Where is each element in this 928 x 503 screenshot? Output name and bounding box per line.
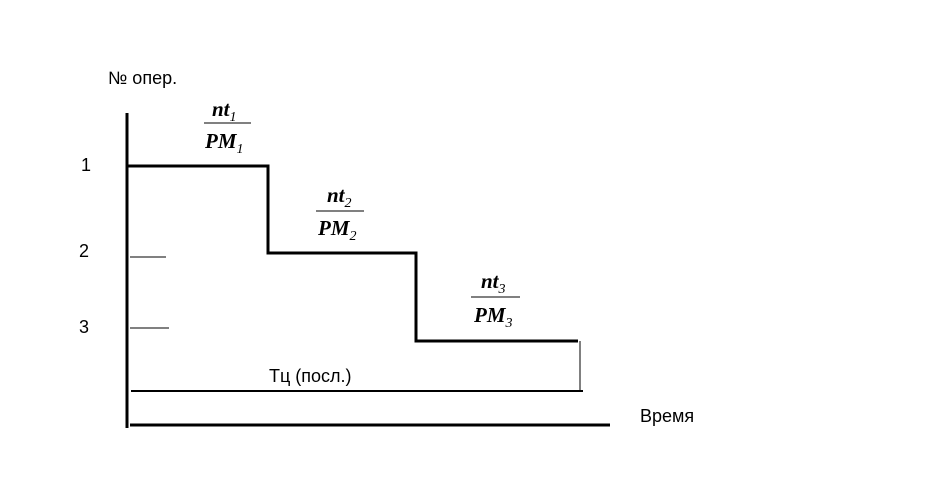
fraction-3: nt3 PM3	[471, 269, 520, 331]
operation-label-1: 1	[81, 155, 91, 175]
svg-text:PM3: PM3	[473, 303, 513, 331]
fraction-1: nt1 PM1	[204, 97, 251, 157]
fraction-3-denominator: PM	[473, 303, 507, 327]
staircase-path	[127, 164, 578, 343]
fraction-2-numerator-sub: 2	[345, 196, 352, 211]
fraction-1-denominator-sub: 1	[237, 142, 244, 157]
fraction-2: nt2 PM2	[316, 183, 364, 244]
x-axis-label: Время	[640, 406, 694, 426]
operation-label-2: 2	[79, 241, 89, 261]
svg-text:PM1: PM1	[204, 129, 244, 157]
fraction-3-numerator: nt	[481, 269, 500, 293]
fraction-3-numerator-sub: 3	[498, 282, 506, 297]
svg-text:nt1: nt1	[212, 97, 237, 125]
fraction-3-denominator-sub: 3	[505, 316, 513, 331]
svg-text:PM2: PM2	[317, 216, 357, 244]
fraction-2-numerator: nt	[327, 183, 346, 207]
fraction-2-denominator: PM	[317, 216, 351, 240]
fraction-1-numerator-sub: 1	[230, 110, 237, 125]
svg-text:nt3: nt3	[481, 269, 506, 297]
y-axis-label: № опер.	[108, 68, 177, 88]
fraction-1-denominator: PM	[204, 129, 238, 153]
fraction-1-numerator: nt	[212, 97, 231, 121]
fraction-2-denominator-sub: 2	[350, 229, 357, 244]
cycle-time-label: Тц (посл.)	[269, 366, 352, 386]
operation-label-3: 3	[79, 317, 89, 337]
svg-text:nt2: nt2	[327, 183, 352, 211]
